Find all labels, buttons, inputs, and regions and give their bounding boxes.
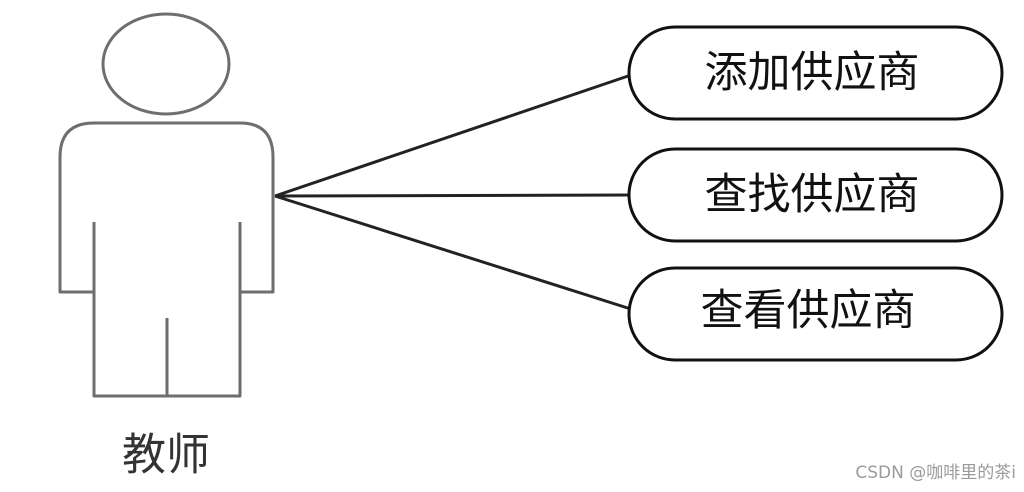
use-case-1: 添加供应商 <box>627 25 1004 121</box>
use-case-label: 查找供应商 <box>705 170 920 220</box>
actor-label: 教师 <box>122 430 210 481</box>
use-case-shape <box>627 147 1004 243</box>
use-case-label: 查看供应商 <box>701 286 916 336</box>
watermark-text: CSDN @咖啡里的茶i <box>855 463 1016 483</box>
use-case-shape <box>627 25 1004 121</box>
use-case-shape <box>627 266 1004 362</box>
association-line-3 <box>274 194 635 312</box>
actor-figure <box>58 12 275 398</box>
association-line-1 <box>274 72 635 198</box>
actor-head <box>101 12 231 116</box>
associations <box>274 72 635 312</box>
actor-body <box>58 121 275 398</box>
use-case-label: 添加供应商 <box>705 48 920 98</box>
use-case-3: 查看供应商 <box>627 266 1004 362</box>
association-line-2 <box>274 193 635 198</box>
use-case-2: 查找供应商 <box>627 147 1004 243</box>
